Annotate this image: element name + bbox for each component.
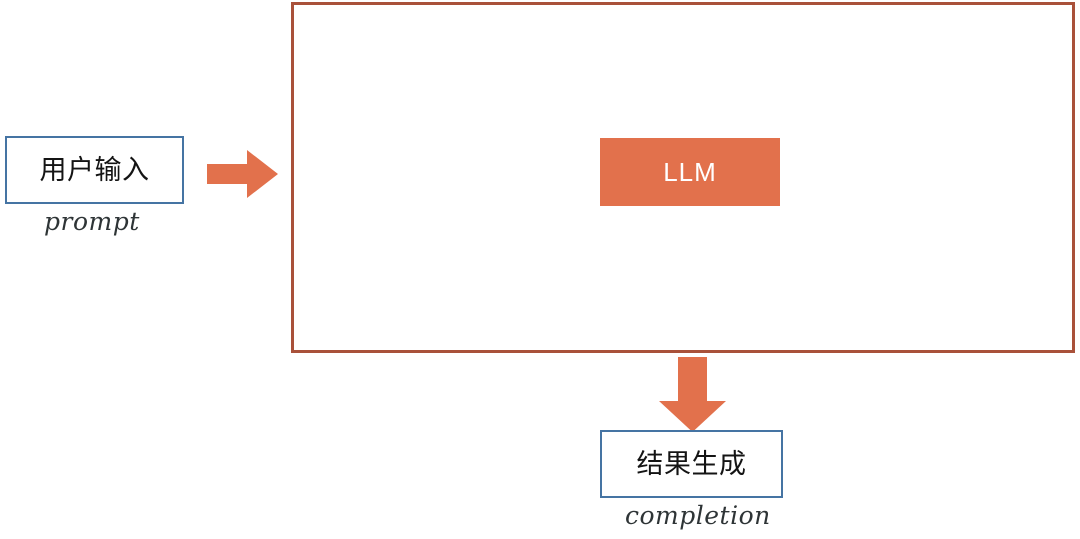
caption-prompt: prompt [44,207,140,236]
node-user-input-label: 用户输入 [39,154,150,186]
node-user-input[interactable]: 用户输入 [5,136,184,204]
arrow-down-glyph [659,357,726,432]
arrow-right-glyph [207,150,278,198]
node-result[interactable]: 结果生成 [600,430,783,498]
arrow-down-icon [659,357,726,432]
node-llm-label: LLM [663,156,717,187]
node-llm[interactable]: LLM [600,138,780,206]
node-result-label: 结果生成 [636,448,747,480]
arrow-right-icon [207,150,278,198]
caption-completion: completion [625,501,771,530]
